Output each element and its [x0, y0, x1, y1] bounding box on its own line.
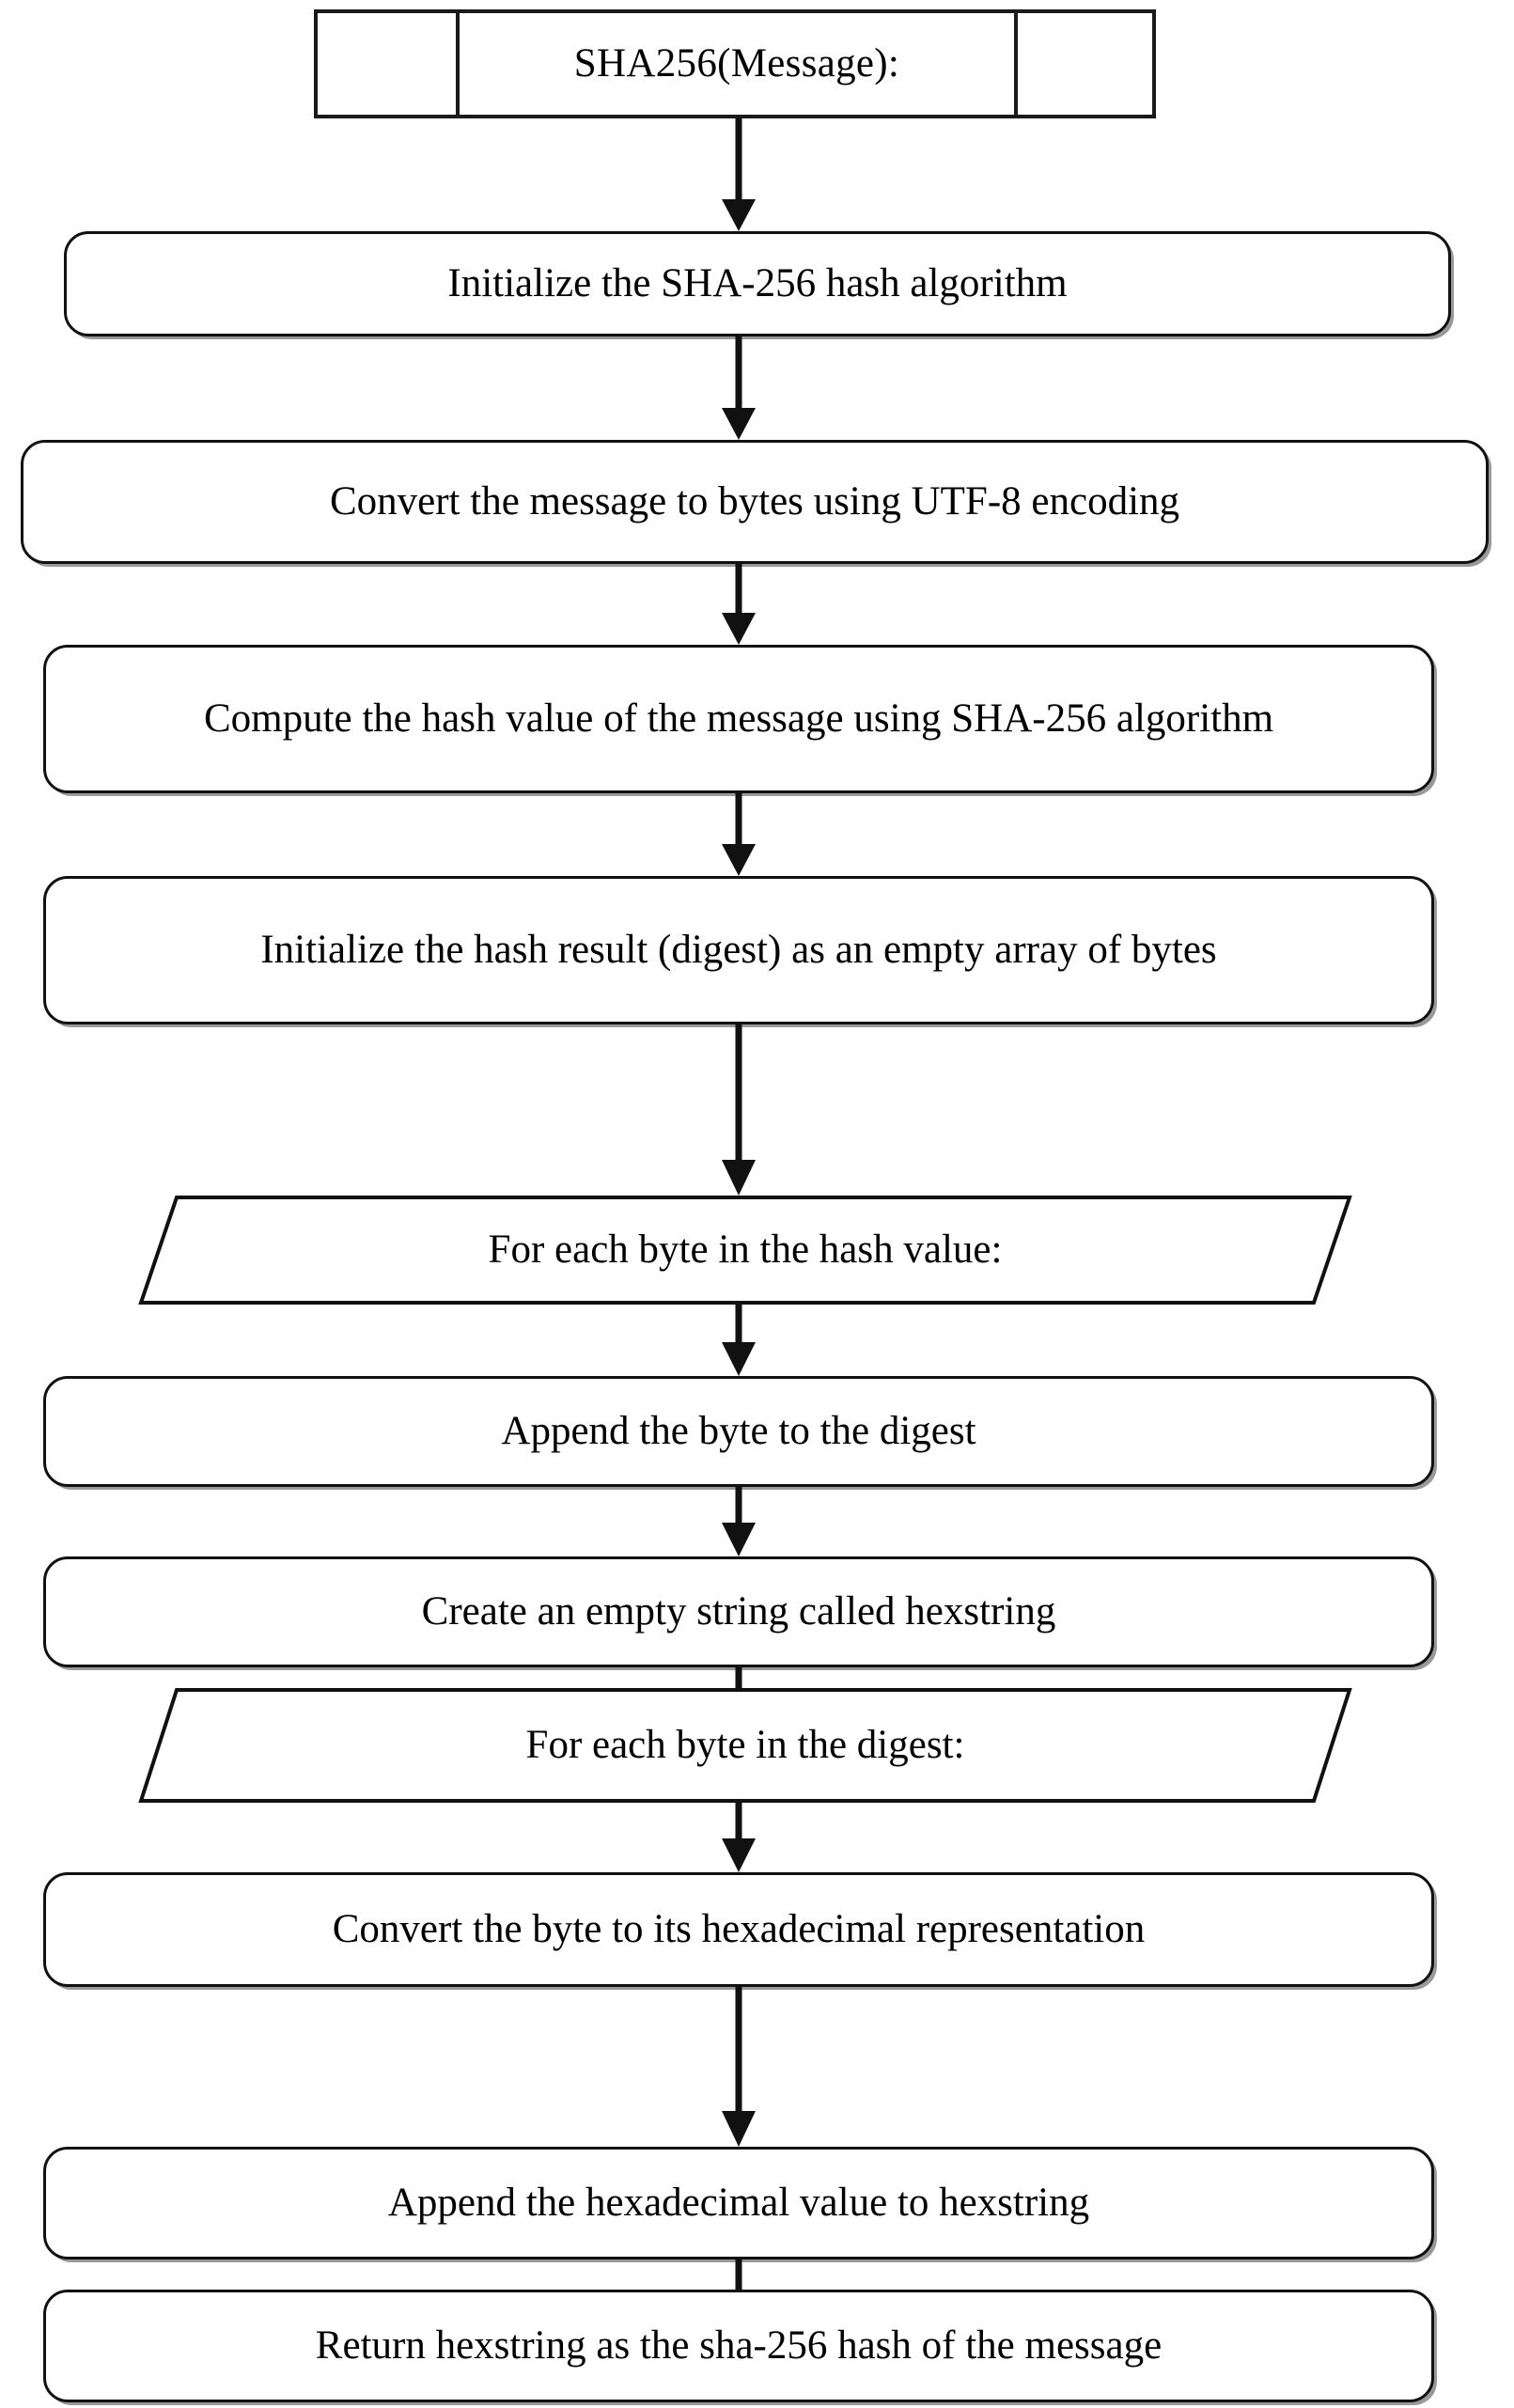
node-label: Append the byte to the digest	[501, 1408, 976, 1453]
connector-n9-to-n10	[714, 1987, 763, 2147]
node-label: Compute the hash value of the message us…	[203, 696, 1274, 741]
connector-n4-to-n5	[714, 1024, 763, 1196]
header-cell-title: SHA256(Message):	[455, 13, 1015, 115]
node-label: Convert the message to bytes using UTF-8…	[329, 478, 1180, 524]
node-convert-message-to-bytes[interactable]: Convert the message to bytes using UTF-8…	[21, 440, 1489, 564]
header-cell-right	[1014, 13, 1152, 115]
connector-n8-to-n9	[714, 1803, 763, 1872]
connector-header-to-n1	[714, 118, 763, 231]
node-create-hexstring[interactable]: Create an empty string called hexstring	[43, 1556, 1434, 1667]
node-label: Return hexstring as the sha-256 hash of …	[315, 2322, 1163, 2368]
connector-n2-to-n3	[714, 564, 763, 645]
node-label: Initialize the SHA-256 hash algorithm	[447, 260, 1068, 305]
node-append-hex-to-hexstring[interactable]: Append the hexadecimal value to hexstrin…	[43, 2147, 1434, 2259]
node-label: Initialize the hash result (digest) as a…	[260, 927, 1217, 972]
node-label: Create an empty string called hexstring	[421, 1588, 1056, 1634]
connector-n6-to-n7	[714, 1487, 763, 1556]
node-label: Append the hexadecimal value to hexstrin…	[387, 2180, 1090, 2225]
flowchart-title: SHA256(Message):	[573, 41, 900, 86]
node-label: Convert the byte to its hexadecimal repr…	[332, 1906, 1146, 1951]
header-table: SHA256(Message):	[314, 9, 1156, 118]
node-loop-each-byte-digest[interactable]: For each byte in the digest:	[138, 1688, 1352, 1803]
node-return-hexstring[interactable]: Return hexstring as the sha-256 hash of …	[43, 2290, 1434, 2402]
header-cell-left	[318, 13, 456, 115]
node-initialize-digest[interactable]: Initialize the hash result (digest) as a…	[43, 876, 1434, 1024]
node-initialize-sha256[interactable]: Initialize the SHA-256 hash algorithm	[64, 231, 1451, 336]
node-compute-hash-value[interactable]: Compute the hash value of the message us…	[43, 645, 1434, 793]
node-append-byte-to-digest[interactable]: Append the byte to the digest	[43, 1376, 1434, 1487]
node-convert-byte-to-hex[interactable]: Convert the byte to its hexadecimal repr…	[43, 1872, 1434, 1987]
connector-n5-to-n6	[714, 1305, 763, 1376]
node-loop-each-byte-hash-value[interactable]: For each byte in the hash value:	[138, 1196, 1352, 1305]
connector-n1-to-n2	[714, 336, 763, 440]
connector-n3-to-n4	[714, 793, 763, 876]
